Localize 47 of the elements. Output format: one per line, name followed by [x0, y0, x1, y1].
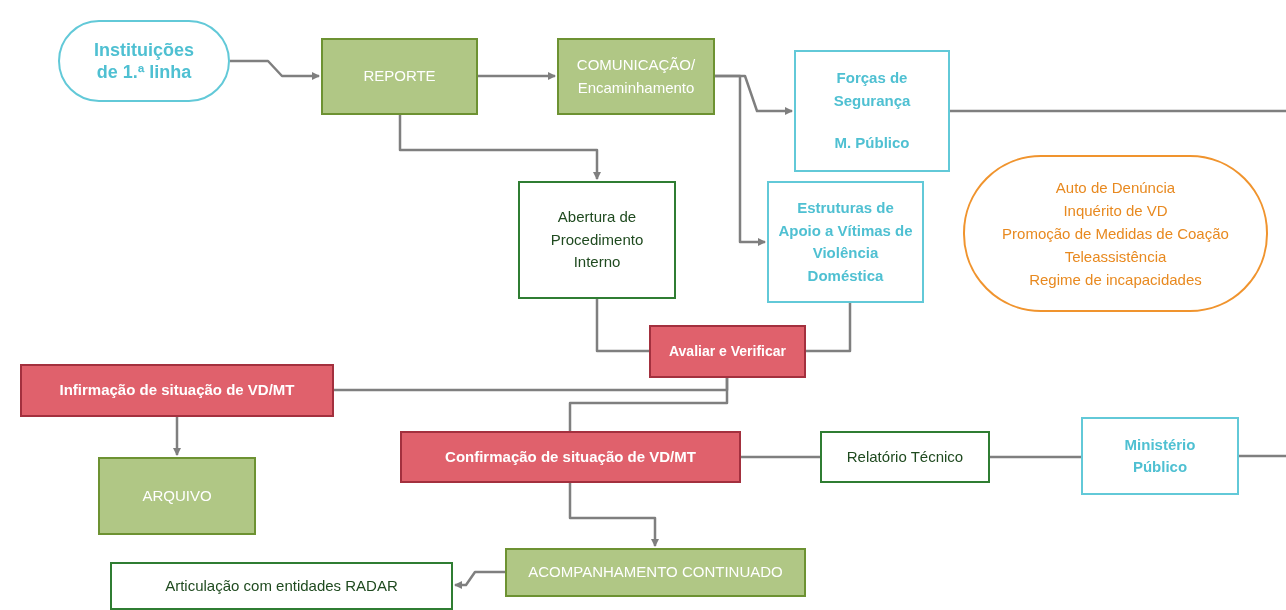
highlight-box [400, 431, 741, 483]
arrow [230, 59, 320, 80]
node-text: Inquérito de VD [1063, 201, 1168, 221]
outlined-box [820, 431, 990, 483]
node-text: Instituições de 1.ª linha [93, 38, 195, 84]
node-text: Abertura de Procedimento Interno [549, 207, 645, 273]
connector-line [806, 303, 852, 353]
node-text: Confirmação de situação de VD/MT [445, 446, 696, 467]
node-text: M. Público [834, 133, 910, 154]
process-box [98, 457, 256, 535]
node-text: ARQUIVO [142, 485, 212, 506]
outlined-box [110, 562, 453, 610]
connector-line [595, 299, 649, 353]
node-text: REPORTE [363, 66, 436, 87]
connector-line [950, 109, 1286, 113]
node-text: Estruturas de Apoio a Vítimas de Violência Doméstica [777, 198, 914, 286]
connector-line [568, 378, 729, 431]
node-text: Teleassistência [1064, 247, 1167, 267]
arrow [568, 483, 659, 547]
node-text: Relatório Técnico [846, 446, 964, 467]
process-box [557, 38, 715, 115]
node-text: Promoção de Medidas de Coação [1002, 224, 1229, 244]
node-text: Infirmação de situação de VD/MT [59, 380, 295, 401]
arrow [478, 72, 556, 80]
node-text: ACOMPANHAMENTO CONTINUADO [528, 562, 783, 583]
node-text: Forças de Segurança [832, 68, 912, 111]
connector-line [990, 455, 1081, 459]
arrow [715, 74, 766, 246]
arrow [173, 417, 181, 456]
outlined-box [518, 181, 676, 299]
connector-line [1239, 454, 1286, 458]
highlight-box [649, 325, 806, 378]
outlined-box [767, 181, 924, 303]
arrow [454, 570, 505, 589]
arrow [398, 115, 601, 180]
connector-line [741, 455, 820, 459]
node-text: Articulação com entidades RADAR [165, 575, 398, 596]
node-text: Ministério Público [1123, 434, 1197, 477]
outlined-box [794, 50, 950, 172]
node-text: Auto de Denúncia [1055, 178, 1176, 198]
process-box [321, 38, 478, 115]
highlight-box [20, 364, 334, 417]
node-text: COMUNICAÇÃO/ Encaminhamento [575, 55, 697, 98]
outlined-box [1081, 417, 1239, 495]
node-text: Avaliar e Verificar [669, 342, 786, 361]
node-text: Regime de incapacidades [1029, 270, 1202, 290]
process-box [505, 548, 806, 597]
